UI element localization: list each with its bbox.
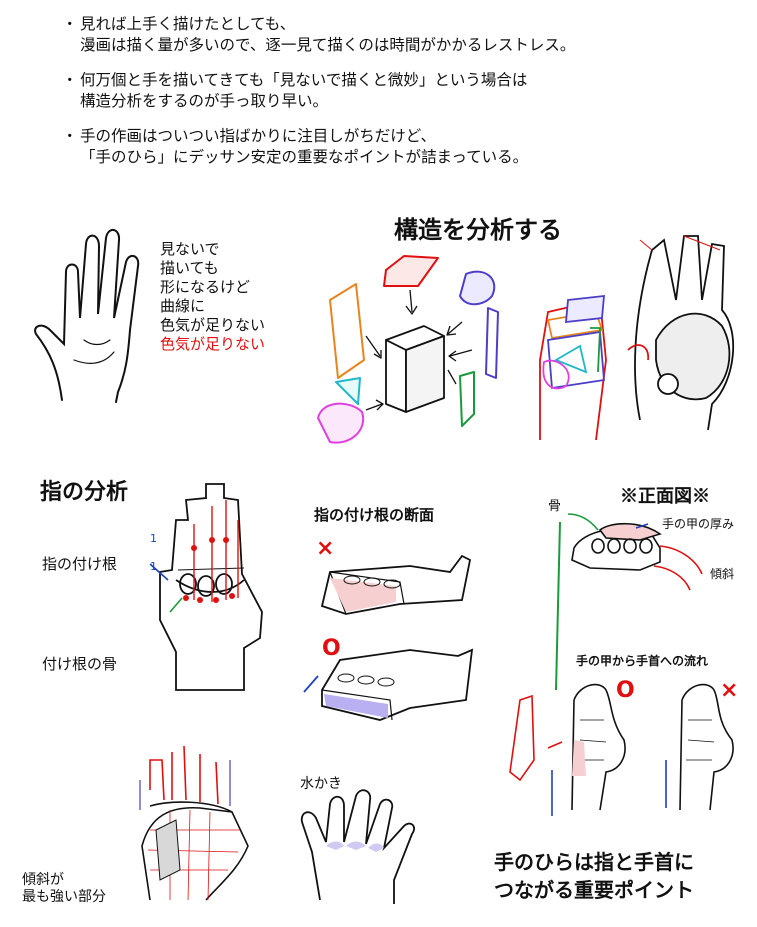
bone-line — [555, 521, 561, 691]
wrong-mark: × — [316, 536, 335, 561]
note-line: 描いても — [160, 259, 219, 277]
slope-strong-line: 傾斜が — [22, 872, 64, 888]
palm-grid-hand — [139, 745, 249, 901]
slope-strong-label: 傾斜が 最も強い部分 — [22, 872, 106, 906]
cross-section-wrong — [320, 554, 472, 615]
front-view-title: ※正面図※ — [620, 486, 710, 507]
slope-strong-line: 最も強い部分 — [22, 889, 106, 905]
structure-shapes — [317, 255, 499, 444]
shaded-hand — [627, 235, 734, 431]
bullet-item: 手の作画はついつい指ばかりに注目しがちだけど、 「手のひら」にデッサン安定の重要… — [80, 126, 740, 168]
wrong-mark-flow: × — [720, 678, 739, 703]
conclusion-line: 手のひらは指と手首に — [494, 850, 694, 874]
note-line: 見ないで — [160, 240, 220, 258]
back-thickness-label: 手の甲の厚み — [662, 517, 735, 531]
bullet-line: 「手のひら」にデッサン安定の重要なポイントが詰まっている。 — [80, 148, 529, 166]
fraction-top-label: 1 — [150, 532, 157, 545]
slope-label: 傾斜 — [710, 567, 735, 581]
front-view-block — [567, 513, 703, 591]
note-line: 形になるけど — [160, 278, 251, 296]
cross-section-title: 指の付け根の断面 — [314, 506, 435, 524]
bullet-line: 何万個と手を描いてきても「見ないで描くと微妙」という場合は — [80, 70, 740, 91]
structure-title: 構造を分析する — [394, 215, 562, 244]
base-bone-label: 付け根の骨 — [42, 655, 118, 673]
webbing-label: 水かき — [300, 776, 342, 792]
cross-section-right — [303, 648, 474, 721]
note-line-red: 色気が足りない — [160, 335, 266, 353]
flow-title: 手の甲から手首への流れ — [576, 654, 709, 668]
finger-analysis-title: 指の分析 — [40, 479, 129, 505]
open-hand-sketch — [34, 229, 140, 403]
box-hand — [539, 294, 607, 441]
bone-label: 骨 — [548, 499, 562, 514]
conclusion-line: つながる重要ポイント — [494, 878, 694, 902]
conclusion-title: 手のひらは指と手首に つながる重要ポイント — [494, 848, 694, 904]
webbing-hand — [300, 789, 416, 904]
bullet-item: 何万個と手を描いてきても「見ないで描くと微妙」という場合は 構造分析をするのが手… — [80, 70, 740, 112]
bullet-line: 漫画は描く量が多いので、逐一見て描くのは時間がかかるレストレス。 — [80, 36, 576, 54]
fraction-bottom-label: 1 — [150, 560, 157, 573]
bullet-line: 手の作画はついつい指ばかりに注目しがちだけど、 — [80, 126, 740, 147]
finger-base-label: 指の付け根 — [42, 555, 118, 573]
intro-bullets: 見れば上手く描けたとしても、 漫画は描く量が多いので、逐一見て描くのは時間がかか… — [80, 14, 740, 182]
bullet-line: 構造分析をするのが手っ取り早い。 — [80, 92, 329, 110]
right-mark: O — [322, 636, 341, 661]
bullet-line: 見れば上手く描けたとしても、 — [80, 14, 740, 35]
note-line: 曲線に — [160, 297, 206, 315]
right-mark-flow: O — [616, 678, 635, 703]
bullet-item: 見れば上手く描けたとしても、 漫画は描く量が多いので、逐一見て描くのは時間がかか… — [80, 14, 740, 56]
note-line: 色気が足りない — [160, 316, 266, 334]
side-note: 見ないで 描いても 形になるけど 曲線に 色気が足りない 色気が足りない — [160, 240, 265, 354]
wrist-flow-figures — [509, 683, 734, 816]
finger-analysis-hand — [149, 483, 263, 691]
